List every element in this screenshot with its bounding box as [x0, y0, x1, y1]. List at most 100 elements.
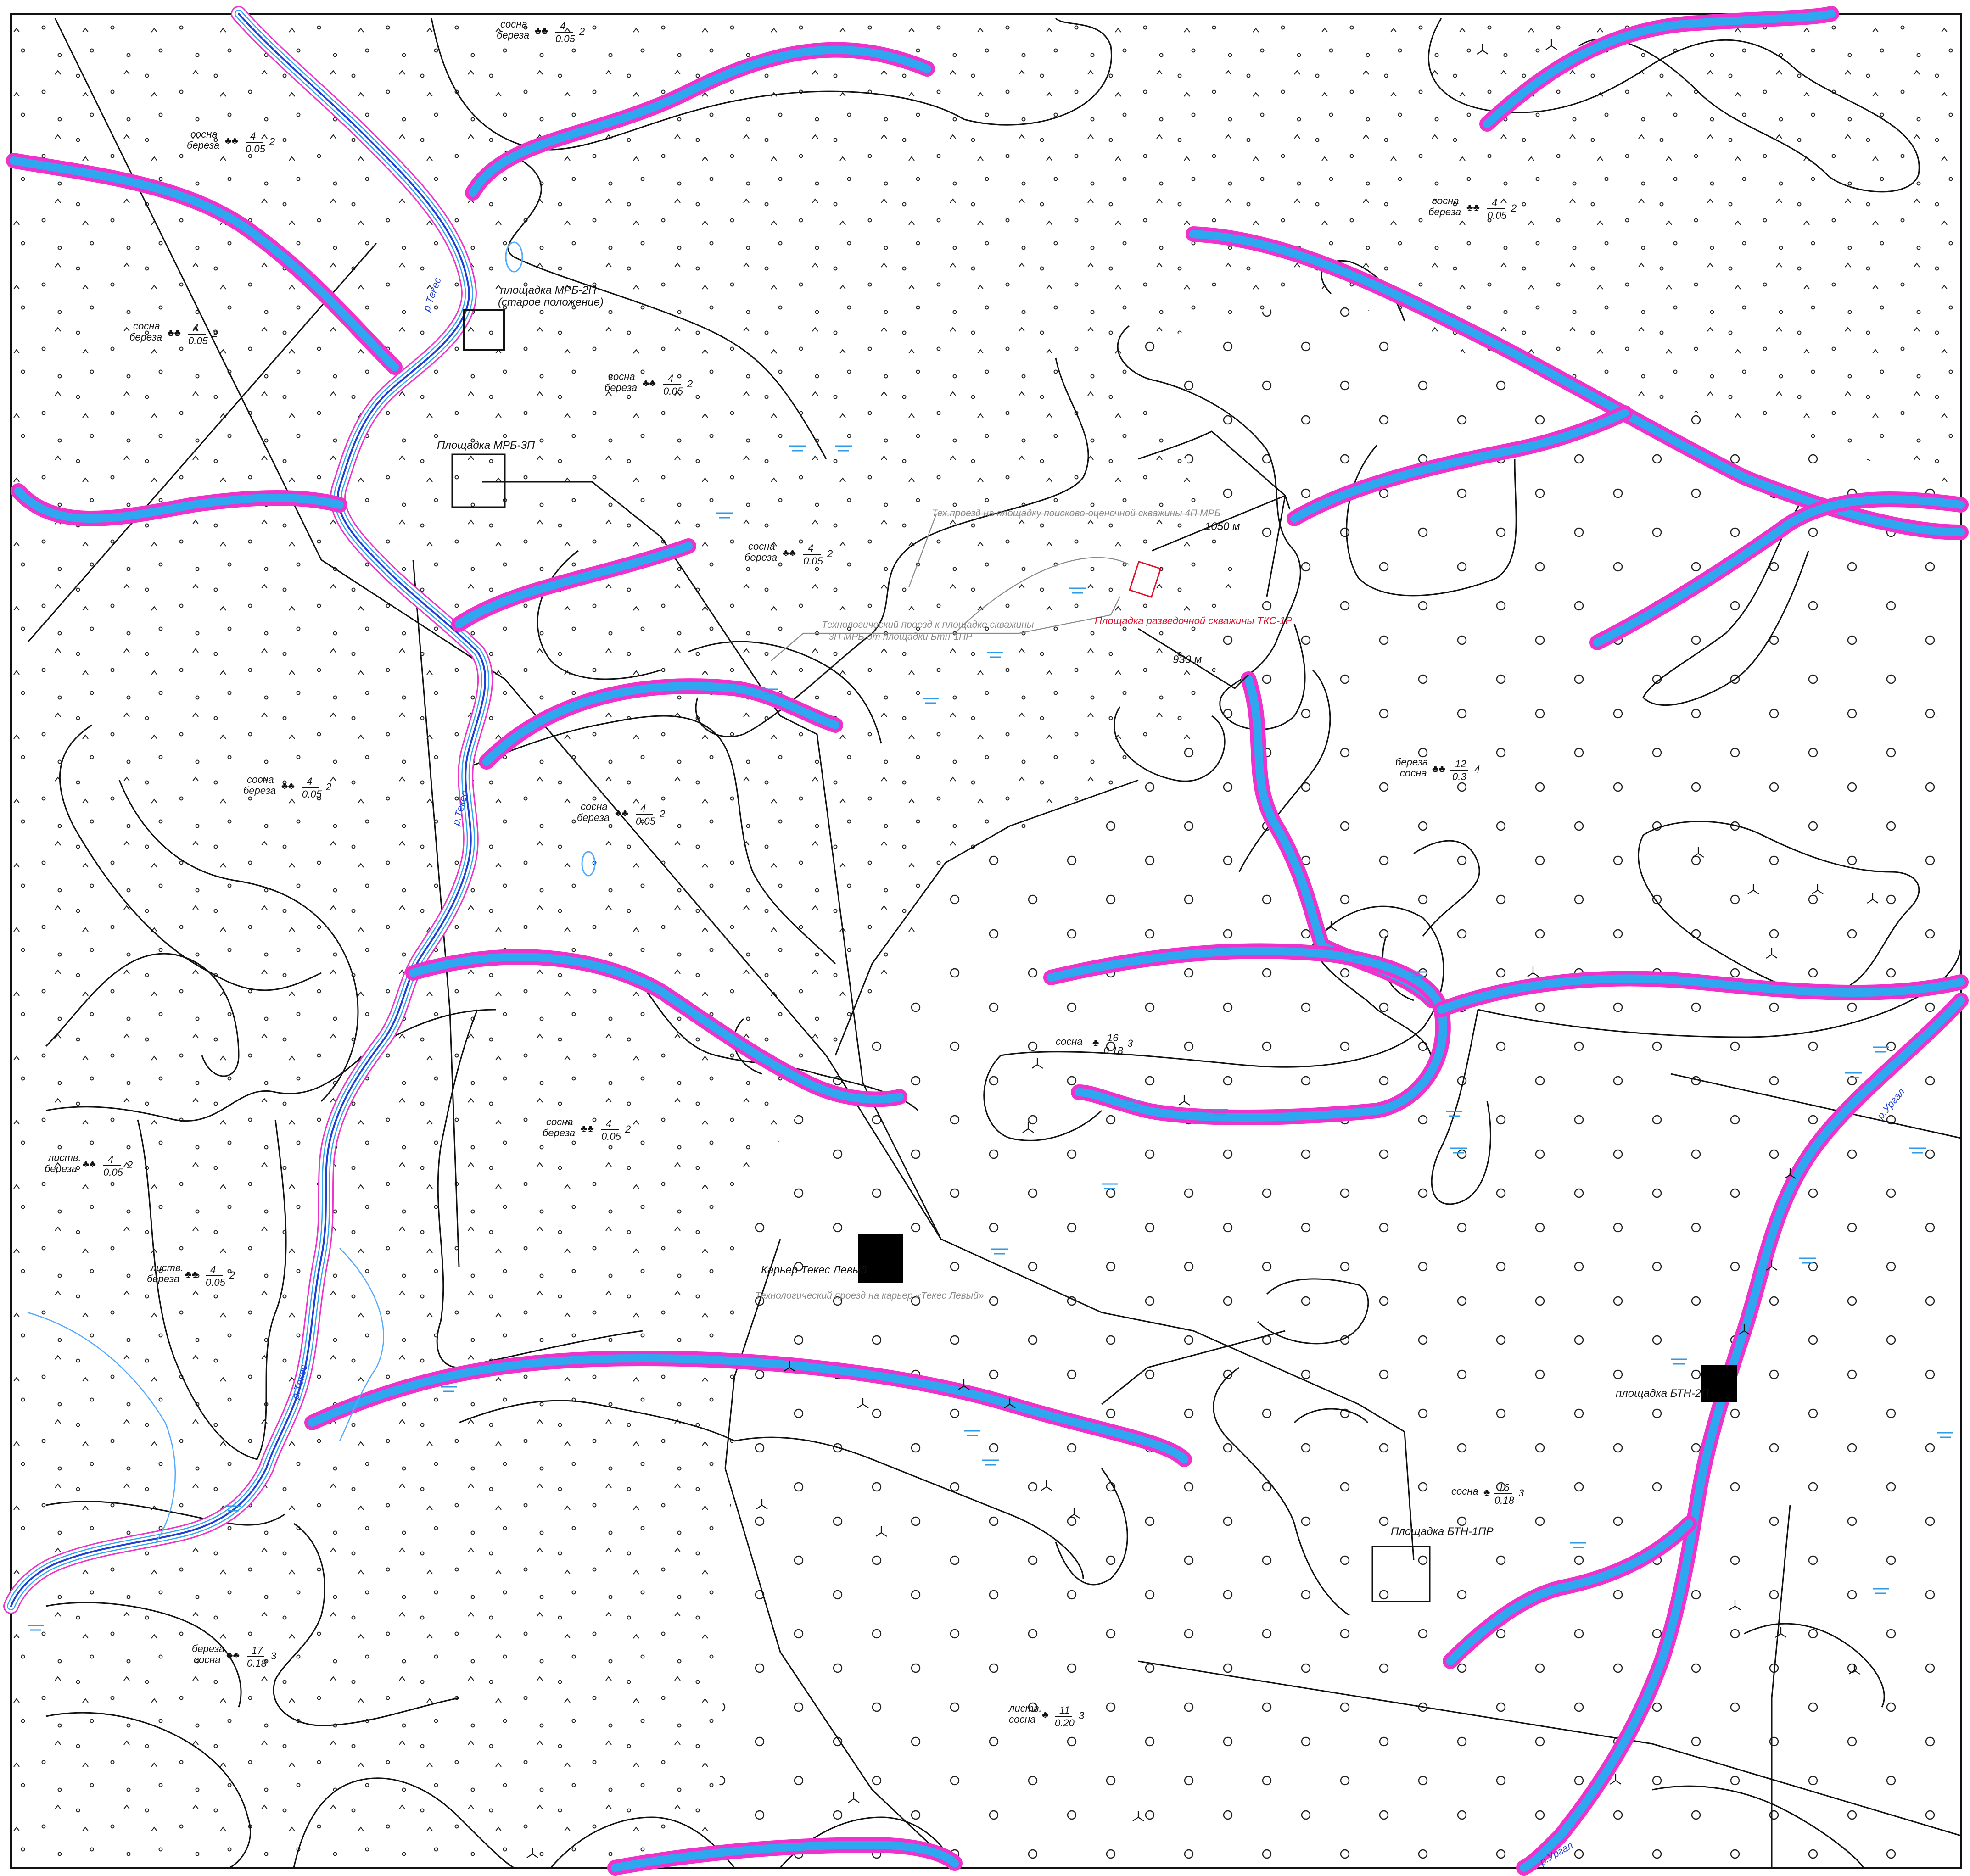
- label-quarry: Карьер Текес Левый: [761, 1264, 867, 1276]
- label-road-3p-line2: 3П МРБ от площадки Бтн-1ПР: [828, 631, 972, 642]
- svg-text:сосна: сосна: [133, 320, 160, 332]
- stream: [339, 1248, 384, 1441]
- svg-text:0.05: 0.05: [103, 1167, 123, 1178]
- svg-text:сосна: сосна: [581, 801, 608, 812]
- svg-text:4: 4: [193, 322, 198, 334]
- svg-text:сосна: сосна: [1451, 1485, 1478, 1497]
- forest-tree-icon: ♣♣: [225, 135, 238, 146]
- svg-text:листв.: листв.: [47, 1152, 81, 1163]
- svg-text:16: 16: [1107, 1032, 1119, 1044]
- svg-text:сосна: сосна: [190, 128, 218, 140]
- svg-text:0.05: 0.05: [246, 143, 266, 155]
- pond: [505, 241, 523, 273]
- forest-label: листв. сосна ♣ 11 0.20 3: [1008, 1703, 1085, 1729]
- forest-species-2: береза: [497, 29, 529, 41]
- label-road-4p: Тех.проезд на площадку поисково-оценочно…: [932, 508, 1220, 519]
- forest-label: сосна береза ♣♣ 4 0.05 2: [497, 18, 585, 45]
- svg-text:16: 16: [1498, 1482, 1510, 1493]
- map-frame: [10, 13, 1962, 1869]
- svg-text:береза: береза: [147, 1273, 179, 1284]
- forest-label: листв. береза ♣♣ 4 0.05 2: [45, 1152, 133, 1178]
- forest-height: 4: [560, 20, 565, 32]
- svg-text:береза: береза: [243, 785, 276, 796]
- svg-text:4: 4: [307, 776, 312, 787]
- shrub-symbols: [526, 39, 1879, 1858]
- svg-text:3: 3: [1518, 1487, 1524, 1499]
- site-btn-1pr-square[interactable]: [1371, 1546, 1431, 1602]
- svg-text:2: 2: [229, 1269, 235, 1281]
- site-btn-2p-square[interactable]: [1701, 1365, 1737, 1402]
- forest-label: сосна береза ♣♣ 4 0.05 2: [243, 774, 331, 800]
- svg-text:сосна: сосна: [1432, 195, 1459, 207]
- svg-text:4: 4: [250, 130, 256, 142]
- svg-text:4: 4: [108, 1154, 113, 1165]
- label-mrb-2p-old: (старое положение): [498, 296, 604, 308]
- svg-text:11: 11: [1059, 1704, 1070, 1716]
- forest-label: листв. береза ♣♣ 4 0.05 2: [147, 1262, 235, 1288]
- site-quarry-square[interactable]: [858, 1234, 903, 1283]
- svg-text:сосна: сосна: [1009, 1714, 1036, 1725]
- svg-text:сосна: сосна: [608, 371, 635, 382]
- forest-tree-icon: ♣♣: [643, 377, 656, 389]
- label-road-3p-line1: Технологический проезд к площадке скважи…: [822, 620, 1034, 630]
- svg-text:0.05: 0.05: [302, 788, 322, 800]
- svg-text:4: 4: [808, 542, 813, 554]
- label-mrb-2p: площадка МРБ-2П: [500, 284, 597, 296]
- svg-text:береза: береза: [604, 382, 637, 393]
- forest-label: сосна береза ♣♣ 4 0.05 2: [543, 1116, 631, 1142]
- svg-text:4: 4: [1492, 197, 1497, 208]
- forest-tree-icon: ♣♣: [581, 1122, 594, 1134]
- site-tks-1r-square[interactable]: [1129, 560, 1162, 598]
- forest-tree-icon: ♣♣: [1432, 763, 1445, 774]
- river-tekes-main: [3, 6, 493, 1614]
- forest-class: 2: [579, 26, 585, 37]
- forest-tree-icon: ♣♣: [185, 1268, 198, 1280]
- stream: [27, 1312, 176, 1542]
- technological-roads: [771, 513, 1212, 661]
- forest-tree-icon: ♣♣: [615, 807, 628, 819]
- forest-label: береза сосна ♣♣ 17 0.18 3: [192, 1643, 277, 1669]
- svg-text:береза: береза: [192, 1643, 224, 1654]
- pond: [581, 851, 596, 877]
- svg-text:4: 4: [640, 803, 646, 814]
- site-mrb-2p-square[interactable]: [463, 309, 505, 351]
- svg-text:2: 2: [212, 328, 218, 339]
- marsh-symbols: [28, 445, 1953, 1631]
- forest-tree-icon: ♣♣: [783, 547, 796, 558]
- svg-text:сосна: сосна: [1400, 767, 1427, 779]
- svg-text:4: 4: [1474, 764, 1480, 775]
- forest-tree-icon: ♣: [1483, 1486, 1490, 1498]
- svg-text:сосна: сосна: [1056, 1036, 1083, 1047]
- forest-tree-icon: ♣♣: [281, 780, 295, 792]
- svg-text:2: 2: [827, 548, 833, 559]
- svg-text:0.05: 0.05: [206, 1277, 226, 1288]
- svg-text:сосна: сосна: [748, 541, 775, 552]
- svg-text:2: 2: [659, 808, 665, 820]
- svg-text:листв.: листв.: [150, 1262, 184, 1273]
- forest-label: сосна ♣ 16 0.18 3: [1451, 1482, 1524, 1506]
- svg-text:береза: береза: [1395, 756, 1428, 768]
- site-mrb-3p-square[interactable]: [451, 453, 506, 508]
- forest-label: сосна береза ♣♣ 4 0.05 2: [744, 541, 833, 567]
- svg-text:2: 2: [687, 378, 693, 390]
- svg-text:береза: береза: [543, 1127, 575, 1139]
- forest-tree-icon: ♣♣: [1466, 201, 1480, 213]
- forest-species-1: сосна: [500, 18, 527, 30]
- svg-text:сосна: сосна: [546, 1116, 573, 1128]
- label-tks-1r: Площадка разведочной скважины ТКС-1Р: [1095, 615, 1292, 626]
- svg-text:4: 4: [606, 1118, 611, 1129]
- forest-density: 0.05: [555, 33, 576, 45]
- label-btn-2p: площадка БТН-2П: [1616, 1387, 1709, 1400]
- svg-text:0.05: 0.05: [636, 815, 656, 827]
- forest-tree-icon: ♣♣: [83, 1158, 96, 1170]
- svg-text:0.05: 0.05: [188, 335, 208, 346]
- svg-text:3: 3: [1127, 1038, 1133, 1049]
- forest-label: береза сосна ♣♣ 12 0.3 4: [1395, 756, 1480, 782]
- svg-text:2: 2: [127, 1159, 133, 1171]
- label-mrb-3p: Площадка МРБ-3П: [437, 439, 535, 452]
- forest-tree-icon: ♣: [1092, 1037, 1099, 1048]
- svg-text:береза: береза: [1428, 206, 1461, 218]
- svg-text:12: 12: [1455, 758, 1466, 770]
- svg-text:2: 2: [1511, 202, 1517, 214]
- svg-text:0.05: 0.05: [601, 1131, 621, 1142]
